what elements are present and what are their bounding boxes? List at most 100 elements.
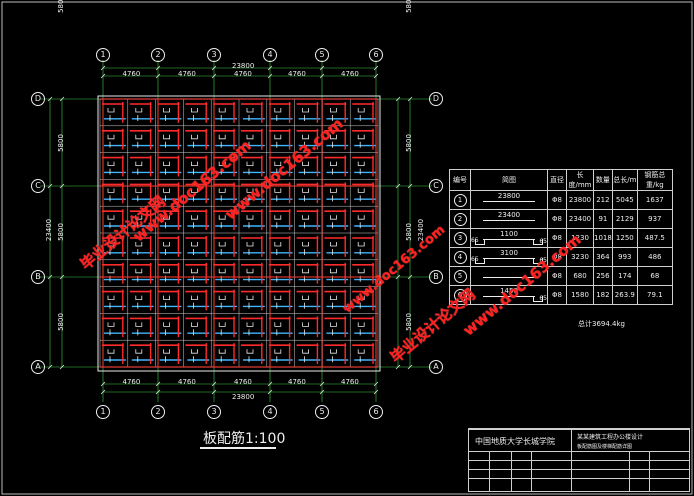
rebar-hook (107, 242, 115, 247)
rebar-hook (274, 322, 282, 327)
cell-shape: 23400 (470, 209, 548, 229)
cell-number: 6 (449, 285, 471, 305)
header-cell: 简图 (470, 169, 548, 191)
rebar-hook (107, 215, 115, 220)
rebar-hook (135, 349, 143, 354)
rebar-hook (357, 108, 365, 113)
rebar-hook (246, 188, 254, 193)
shape-hook-right-length: 65 (539, 238, 547, 245)
rebar-hook (302, 322, 309, 327)
rebar-number: 3 (453, 231, 467, 245)
dim-top-span: 4760 (288, 70, 306, 78)
rebar-hook (274, 161, 282, 166)
title-block-col (531, 451, 532, 491)
dimension-tick (373, 73, 379, 79)
rebar-hook (302, 242, 309, 247)
dimension-tick (373, 65, 379, 71)
dim-right-span: 5800 (404, 0, 413, 13)
cell-number: 1 (449, 190, 471, 210)
rebar-hook (135, 295, 143, 300)
dimension-tick (211, 73, 217, 79)
axis-bubble-bottom: 5 (315, 405, 329, 419)
rebar-hook (246, 215, 254, 220)
slab-plan (97, 95, 381, 372)
rebar-hook (191, 161, 198, 166)
dimension-tick (267, 381, 273, 387)
dim-left-span: 5800 (56, 0, 65, 13)
cell-weight: 937 (636, 209, 673, 229)
rebar-hook (246, 108, 254, 113)
shape-hook-left-length: 65 (471, 256, 479, 263)
axis-bubble-bottom: 4 (263, 405, 277, 419)
dimension-tick (407, 96, 413, 102)
cell-number: 5 (449, 266, 471, 286)
dimension-tick (407, 364, 413, 370)
cell-count: 182 (593, 285, 613, 305)
rebar-hook (218, 134, 226, 140)
dimension-tick (100, 389, 106, 395)
rebar-number: 6 (453, 288, 467, 302)
dimension-tick (211, 389, 217, 395)
rebar-hook (218, 268, 226, 274)
project-name: 某某建筑工程办公楼设计 (577, 434, 644, 441)
rebar-hook (274, 242, 282, 247)
shape-bar (483, 201, 535, 202)
rebar-hook (163, 268, 170, 274)
rebar-hook (274, 108, 282, 113)
cell-count: 256 (593, 266, 613, 286)
shape-hook-right (533, 296, 543, 302)
rebar-hook (246, 134, 254, 140)
rebar-hook (191, 295, 198, 300)
rebar-hook (330, 134, 337, 140)
rebar-hook (135, 268, 143, 274)
dim-top-span: 4760 (122, 70, 141, 78)
cell-weight: 486 (636, 247, 673, 267)
shape-length: 1450 (500, 287, 518, 295)
cell-total-length: 174 (611, 266, 638, 286)
rebar-hook (163, 134, 170, 140)
header-cell: 编号 (449, 169, 471, 191)
dim-top-span: 4760 (234, 70, 252, 78)
rebar-hook (246, 349, 254, 354)
title-block-col (629, 451, 630, 491)
rebar-hook (191, 215, 198, 220)
axis-bubble-right: B (429, 270, 443, 284)
rebar-hook (246, 242, 254, 247)
dimension-tick (47, 183, 53, 189)
rebar-hook (163, 188, 170, 193)
cell-number: 2 (449, 209, 471, 229)
rebar-hook (274, 134, 282, 140)
dim-bottom-span: 4760 (178, 378, 196, 386)
dim-bottom-span: 4760 (122, 378, 141, 386)
rebar-shape: 23800 (471, 191, 547, 209)
header-cell: 总长/m (611, 169, 638, 191)
rebar-hook (246, 322, 254, 327)
cell-total-length: 1250 (611, 228, 638, 248)
dimension-tick (373, 381, 379, 387)
cell-diameter: Φ8 (547, 209, 567, 229)
dimension-tick (59, 183, 65, 189)
dim-right-span: 5800 (404, 133, 413, 152)
rebar-hook (135, 108, 143, 113)
dim-top-span: 4760 (341, 70, 359, 78)
axis-bubble-bottom: 1 (96, 405, 110, 419)
rebar-shape (471, 267, 547, 285)
rebar-hook (246, 161, 254, 166)
rebar-hook (218, 108, 226, 113)
rebar-hook (357, 349, 365, 354)
rebar-hook (163, 349, 170, 354)
cell-shape: 23800 (470, 190, 548, 210)
dimension-tick (267, 73, 273, 79)
axis-bubble-left: B (31, 270, 45, 284)
shape-length: 23800 (497, 192, 521, 200)
rebar-hook (163, 108, 170, 113)
dim-top-total: 23800 (232, 62, 255, 70)
rebar-hook (330, 215, 337, 220)
cell-length: 23400 (566, 209, 594, 229)
dimension-tick (100, 381, 106, 387)
